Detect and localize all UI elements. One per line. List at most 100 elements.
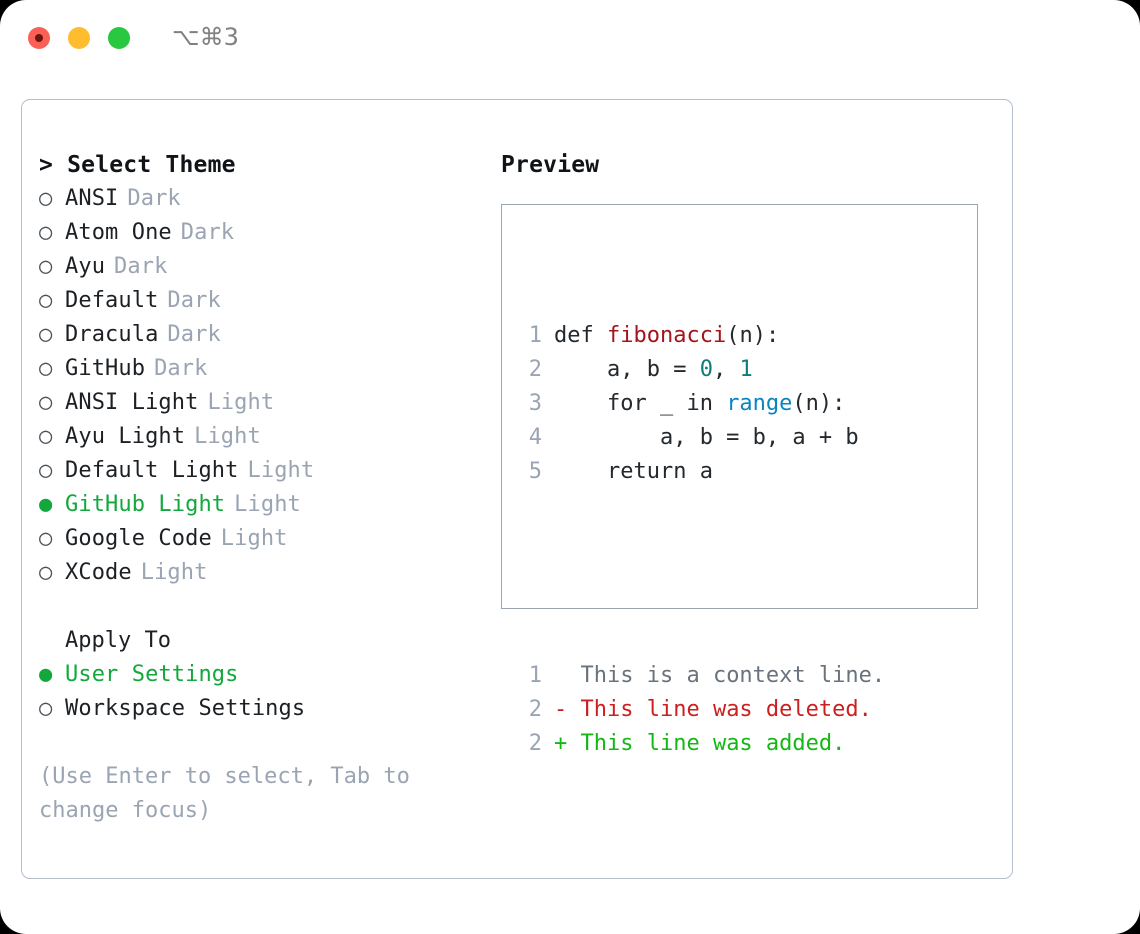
line-number: 3	[528, 391, 542, 416]
theme-name-label: Dracula	[65, 322, 159, 347]
code-diff-separator	[520, 557, 885, 591]
diff-marker: -	[554, 697, 568, 722]
theme-variant-badge: Dark	[127, 186, 181, 211]
theme-list-item[interactable]: ○ Default Dark	[39, 284, 479, 318]
code-token-plain: (n):	[792, 391, 846, 416]
theme-variant-badge: Light	[194, 424, 261, 449]
radio-selected-icon[interactable]: ●	[39, 492, 53, 517]
radio-unselected-icon[interactable]: ○	[39, 288, 53, 313]
apply-to-list[interactable]: ● User Settings ○ Workspace Settings	[39, 658, 479, 726]
theme-list-item[interactable]: ○ Default Light Light	[39, 454, 479, 488]
code-token-plain: for _ in	[554, 391, 727, 416]
theme-list-item[interactable]: ○ Ayu Light Light	[39, 420, 479, 454]
radio-unselected-icon[interactable]: ○	[39, 424, 53, 449]
maximize-window-icon[interactable]	[108, 27, 130, 49]
close-window-icon[interactable]	[28, 27, 50, 49]
diff-text: This line was added.	[567, 731, 846, 756]
line-number: 5	[528, 459, 542, 484]
select-theme-heading: > Select Theme	[39, 152, 236, 178]
radio-unselected-icon[interactable]: ○	[39, 458, 53, 483]
window-controls	[28, 27, 130, 49]
theme-name-label: Atom One	[65, 220, 172, 245]
diff-line: 2 + This line was added.	[520, 727, 885, 761]
line-number: 1	[528, 663, 542, 688]
minimize-window-icon[interactable]	[68, 27, 90, 49]
line-number: 2	[528, 697, 542, 722]
apply-to-label: Workspace Settings	[65, 696, 306, 721]
apply-to-option[interactable]: ○ Workspace Settings	[39, 692, 479, 726]
keyboard-hint-text: (Use Enter to select, Tab to change focu…	[39, 764, 410, 823]
code-token-plain: a, b =	[554, 357, 700, 382]
radio-unselected-icon[interactable]: ○	[39, 186, 53, 211]
radio-unselected-icon[interactable]: ○	[39, 526, 53, 551]
code-token-plain: ,	[712, 357, 740, 382]
theme-name-label: Default	[65, 288, 159, 313]
theme-name-label: Ayu Light	[65, 424, 186, 449]
theme-variant-badge: Dark	[167, 322, 221, 347]
preview-heading: Preview	[501, 152, 600, 178]
diff-line: 1 This is a context line.	[520, 659, 885, 693]
radio-unselected-icon[interactable]: ○	[39, 254, 53, 279]
theme-variant-badge: Dark	[114, 254, 168, 279]
apply-to-heading: Apply To	[65, 628, 171, 653]
theme-list-item[interactable]: ○ Dracula Dark	[39, 318, 479, 352]
diff-block: 1 This is a context line.2- This line wa…	[520, 659, 885, 761]
diff-text: This line was deleted.	[567, 697, 872, 722]
radio-unselected-icon[interactable]: ○	[39, 356, 53, 381]
theme-name-label: ANSI	[65, 186, 119, 211]
code-line: 3 for _ in range(n):	[520, 387, 885, 421]
theme-name-label: GitHub	[65, 356, 146, 381]
theme-variant-badge: Dark	[154, 356, 208, 381]
code-token-num: 1	[739, 357, 753, 382]
line-number: 2	[528, 731, 542, 756]
code-token-plain: a, b = b, a + b	[554, 425, 859, 450]
radio-unselected-icon[interactable]: ○	[39, 390, 53, 415]
code-token-plain: (n):	[726, 323, 780, 348]
theme-variant-badge: Dark	[167, 288, 221, 313]
radio-unselected-icon[interactable]: ○	[39, 220, 53, 245]
diff-line: 2- This line was deleted.	[520, 693, 885, 727]
code-token-plain: return a	[554, 459, 713, 484]
theme-variant-badge: Light	[140, 560, 208, 585]
theme-name-label: ANSI Light	[65, 390, 199, 415]
theme-variant-badge: Dark	[180, 220, 235, 245]
code-line: 2 a, b = 0, 1	[520, 353, 885, 387]
radio-unselected-icon[interactable]: ○	[39, 560, 53, 585]
radio-unselected-icon[interactable]: ○	[39, 322, 53, 347]
theme-variant-badge: Light	[247, 458, 315, 483]
code-token-fn: fibonacci	[606, 323, 727, 348]
line-number: 2	[528, 357, 542, 382]
theme-variant-badge: Light	[234, 492, 301, 517]
apply-to-label: User Settings	[65, 662, 239, 687]
theme-name-label: GitHub Light	[65, 492, 226, 517]
theme-name-label: Default Light	[65, 458, 239, 483]
theme-list-item[interactable]: ○ ANSI Dark	[39, 182, 479, 216]
diff-marker: +	[554, 731, 568, 756]
theme-list-item[interactable]: ○ Atom One Dark	[39, 216, 479, 250]
diff-text: This is a context line.	[567, 663, 886, 688]
theme-name-label: Google Code	[65, 526, 212, 551]
code-line: 5 return a	[520, 455, 885, 489]
radio-selected-icon[interactable]: ●	[39, 662, 53, 687]
radio-unselected-icon[interactable]: ○	[39, 696, 53, 721]
theme-list-item[interactable]: ● GitHub Light Light	[39, 488, 479, 522]
theme-name-label: Ayu	[65, 254, 106, 279]
keyboard-shortcut-label: ⌥⌘3	[172, 23, 239, 51]
code-token-num: 0	[699, 357, 713, 382]
apply-to-option[interactable]: ● User Settings	[39, 658, 479, 692]
title-bar: ⌥⌘3	[0, 0, 1140, 78]
diff-marker	[554, 663, 567, 688]
theme-list-item[interactable]: ○ GitHub Dark	[39, 352, 479, 386]
theme-list-item[interactable]: ○ Ayu Dark	[39, 250, 479, 284]
